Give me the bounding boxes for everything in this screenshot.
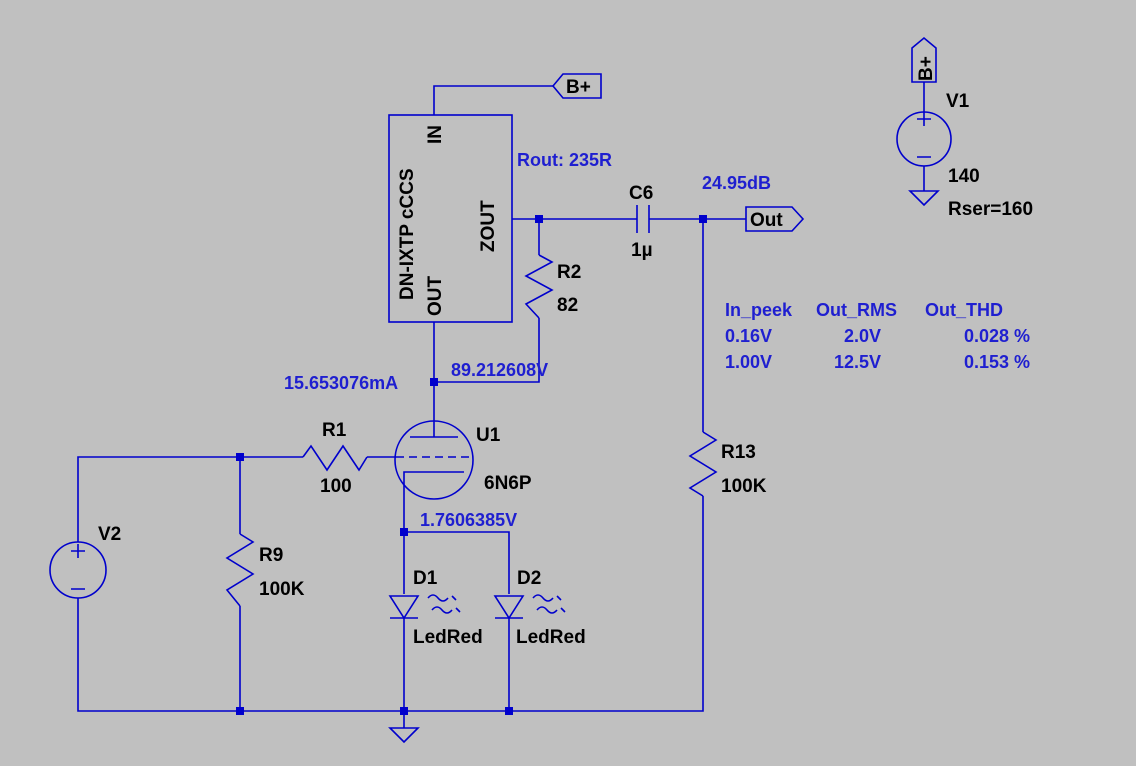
r9-value: 100K — [259, 579, 305, 600]
junction-out — [699, 215, 707, 223]
junction-input — [236, 453, 244, 461]
wires — [77, 82, 925, 728]
r1-value: 100 — [320, 476, 352, 497]
table-cell: 1.00V — [725, 352, 772, 372]
table-cell: 0.028 % — [964, 326, 1030, 346]
junction-gnd-d1 — [400, 707, 408, 715]
r9-body — [225, 533, 255, 607]
wire-bplus-in — [433, 85, 553, 115]
junction-gnd-r9 — [236, 707, 244, 715]
u1-envelope — [394, 420, 474, 500]
d1-ref: D1 — [413, 568, 438, 589]
cathode-voltage-annotation: 1.7606385V — [420, 510, 517, 530]
supply-flag-label: B+ — [916, 56, 937, 81]
wire-cathode-d2 — [404, 531, 510, 594]
d1-triangle — [388, 595, 420, 620]
ccs-pin-zout: ZOUT — [478, 200, 499, 252]
resistor-r1[interactable]: R1 100 — [302, 420, 368, 497]
ccs-module-name: DN-IXTP cCCS — [397, 168, 418, 300]
r1-ref: R1 — [322, 420, 347, 441]
v2-circle — [49, 541, 107, 599]
r9-ref: R9 — [259, 545, 283, 566]
resistor-r9[interactable]: R9 100K — [225, 533, 305, 607]
supply-flag-shape — [911, 36, 937, 83]
ccs-pin-in: IN — [425, 125, 446, 144]
r2-ref: R2 — [557, 262, 581, 283]
out-flag-shape — [745, 206, 805, 232]
table-cell: 12.5V — [834, 352, 881, 372]
r13-body — [688, 431, 718, 497]
plate-voltage-annotation: 89.212608V — [451, 360, 548, 380]
resistor-r2[interactable]: R2 82 — [524, 254, 581, 319]
u1-value: 6N6P — [484, 473, 532, 494]
junction-cathode — [400, 528, 408, 536]
resistor-r13[interactable]: R13 100K — [688, 431, 767, 497]
out-flag-label: Out — [750, 210, 783, 231]
junction-zout — [535, 215, 543, 223]
triode-u1[interactable]: U1 6N6P — [394, 420, 532, 500]
r1-body — [302, 444, 368, 472]
d2-light-rays — [532, 594, 566, 614]
junction-plate — [430, 378, 438, 386]
ground-symbol-main — [388, 727, 420, 744]
wire-r2-bottom — [434, 318, 540, 383]
u1-cathode — [403, 471, 464, 495]
table-header-out-rms: Out_RMS — [816, 300, 897, 320]
source-v1[interactable]: V1 140 Rser=160 — [896, 91, 1033, 220]
v1-extra: Rser=160 — [948, 199, 1033, 220]
d1-light-rays — [427, 594, 461, 614]
led-d1[interactable]: D1 LedRed — [388, 568, 483, 648]
v1-value: 140 — [948, 166, 980, 187]
d2-value: LedRed — [516, 627, 586, 648]
table-cell: 0.16V — [725, 326, 772, 346]
ground-symbol-v1 — [908, 190, 940, 207]
junction-gnd-d2 — [505, 707, 513, 715]
v2-polarity — [71, 544, 85, 590]
r2-body — [524, 254, 554, 319]
rout-annotation: Rout: 235R — [517, 150, 612, 170]
bplus-flag-shape — [551, 73, 602, 99]
d1-value: LedRed — [413, 627, 483, 648]
d2-triangle — [493, 595, 525, 620]
net-flag-out[interactable]: Out — [745, 206, 805, 232]
gain-annotation: 24.95dB — [702, 173, 771, 193]
r13-ref: R13 — [721, 442, 756, 463]
junctions — [236, 215, 707, 715]
led-d2[interactable]: D2 LedRed — [493, 568, 586, 648]
plate-current-annotation: 15.653076mA — [284, 373, 398, 393]
table-cell: 0.153 % — [964, 352, 1030, 372]
u1-ref: U1 — [476, 425, 501, 446]
ccs-module[interactable]: DN-IXTP cCCS IN ZOUT OUT — [388, 114, 513, 323]
bplus-flag-label: B+ — [566, 77, 591, 98]
v1-ref: V1 — [946, 91, 970, 112]
table-cell: 2.0V — [844, 326, 881, 346]
d2-ref: D2 — [517, 568, 541, 589]
wire-v2-r1 — [77, 456, 303, 542]
table-header-in-peek: In_peek — [725, 300, 793, 320]
ccs-pin-out: OUT — [425, 276, 446, 317]
net-flag-bplus-supply[interactable]: B+ — [911, 36, 937, 83]
results-table: In_peek Out_RMS Out_THD 0.16V 2.0V 0.028… — [725, 300, 1030, 372]
net-flag-bplus-top[interactable]: B+ — [551, 73, 602, 99]
c6-value: 1µ — [631, 240, 653, 261]
r13-value: 100K — [721, 476, 767, 497]
c6-ref: C6 — [629, 183, 653, 204]
v1-polarity — [917, 112, 931, 158]
ccs-module-box — [388, 114, 513, 323]
v2-ref: V2 — [98, 524, 121, 545]
table-header-out-thd: Out_THD — [925, 300, 1003, 320]
source-v2[interactable]: V2 — [49, 524, 121, 599]
capacitor-c6[interactable]: C6 1µ — [629, 183, 653, 261]
wire-ground-bus — [77, 496, 704, 712]
r2-value: 82 — [557, 295, 578, 316]
